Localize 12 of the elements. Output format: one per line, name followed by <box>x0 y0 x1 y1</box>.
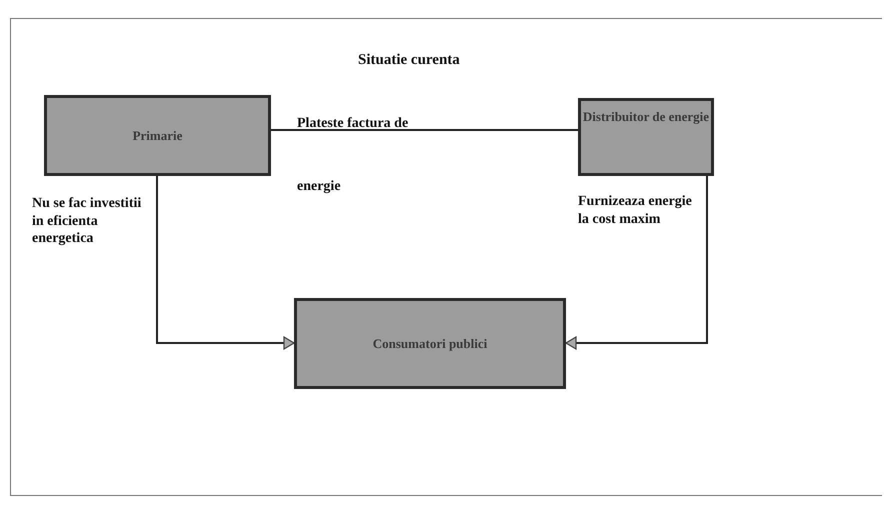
edge-label: Furnizeaza energie la cost maxim <box>578 193 693 228</box>
connector-arrow <box>565 176 708 350</box>
node-label: Consumatori publici <box>372 336 488 352</box>
diagram-title: Situatie curenta <box>358 52 460 69</box>
process-box <box>44 95 271 176</box>
process-box <box>578 98 714 176</box>
edge-label: Nu se fac investitii in eficienta energetica <box>32 195 142 248</box>
process-box <box>294 298 566 389</box>
node-label: Primarie <box>132 128 182 144</box>
edge-label: Plateste factura de energie <box>297 115 410 196</box>
node-label: Distribuitor de energie <box>582 109 710 125</box>
connector-arrow <box>156 176 295 350</box>
